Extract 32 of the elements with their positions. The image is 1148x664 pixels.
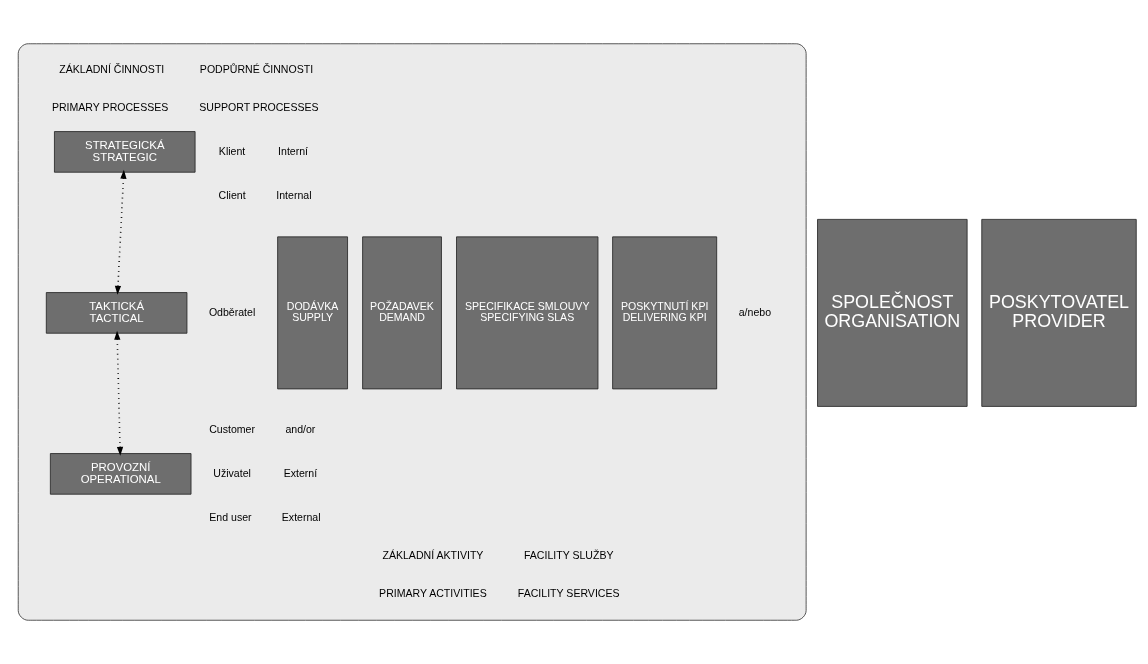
node-box: POŽADAVEK DEMAND [362, 236, 442, 390]
label: Internal [276, 188, 312, 201]
label: SUPPORT PROCESSES [199, 100, 319, 113]
label: a/nebo [738, 305, 772, 318]
node-box: STRATEGICKÁ STRATEGIC [54, 131, 196, 173]
node-box: POSKYTNUTÍ KPI DELIVERING KPI [612, 236, 718, 390]
label: Interní [278, 144, 309, 157]
label: PRIMARY PROCESSES [51, 100, 169, 113]
label: FACILITY SERVICES [517, 586, 620, 599]
node-box: POSKYTOVATEL PROVIDER [981, 219, 1137, 407]
label: Customer [209, 422, 255, 435]
label: and/or [285, 422, 316, 435]
arrow [114, 169, 127, 295]
arrow [114, 330, 124, 456]
node-box: SPOLEČNOST ORGANISATION [817, 219, 968, 407]
label: PRIMARY ACTIVITIES [379, 586, 487, 599]
node-box: PROVOZNÍ OPERATIONAL [49, 453, 192, 495]
label: External [281, 510, 321, 523]
label: ZÁKLADNÍ ČINNOSTI [59, 62, 165, 75]
label: Uživatel [213, 466, 251, 479]
label: PODPŮRNÉ ČINNOSTI [199, 62, 314, 75]
label: Client [218, 188, 246, 201]
label: Odběratel [208, 305, 256, 318]
node-box: SPECIFIKACE SMLOUVY SPECIFYING SLAS [456, 236, 599, 390]
node-box: DODÁVKA SUPPLY [277, 236, 348, 390]
label: End user [209, 510, 252, 523]
node-box: TAKTICKÁ TACTICAL [45, 292, 188, 334]
label: ZÁKLADNÍ AKTIVITY [382, 548, 484, 561]
cluster [17, 43, 807, 621]
label: Externí [283, 466, 318, 479]
label: Klient [218, 144, 246, 157]
label: FACILITY SLUŽBY [523, 548, 614, 561]
